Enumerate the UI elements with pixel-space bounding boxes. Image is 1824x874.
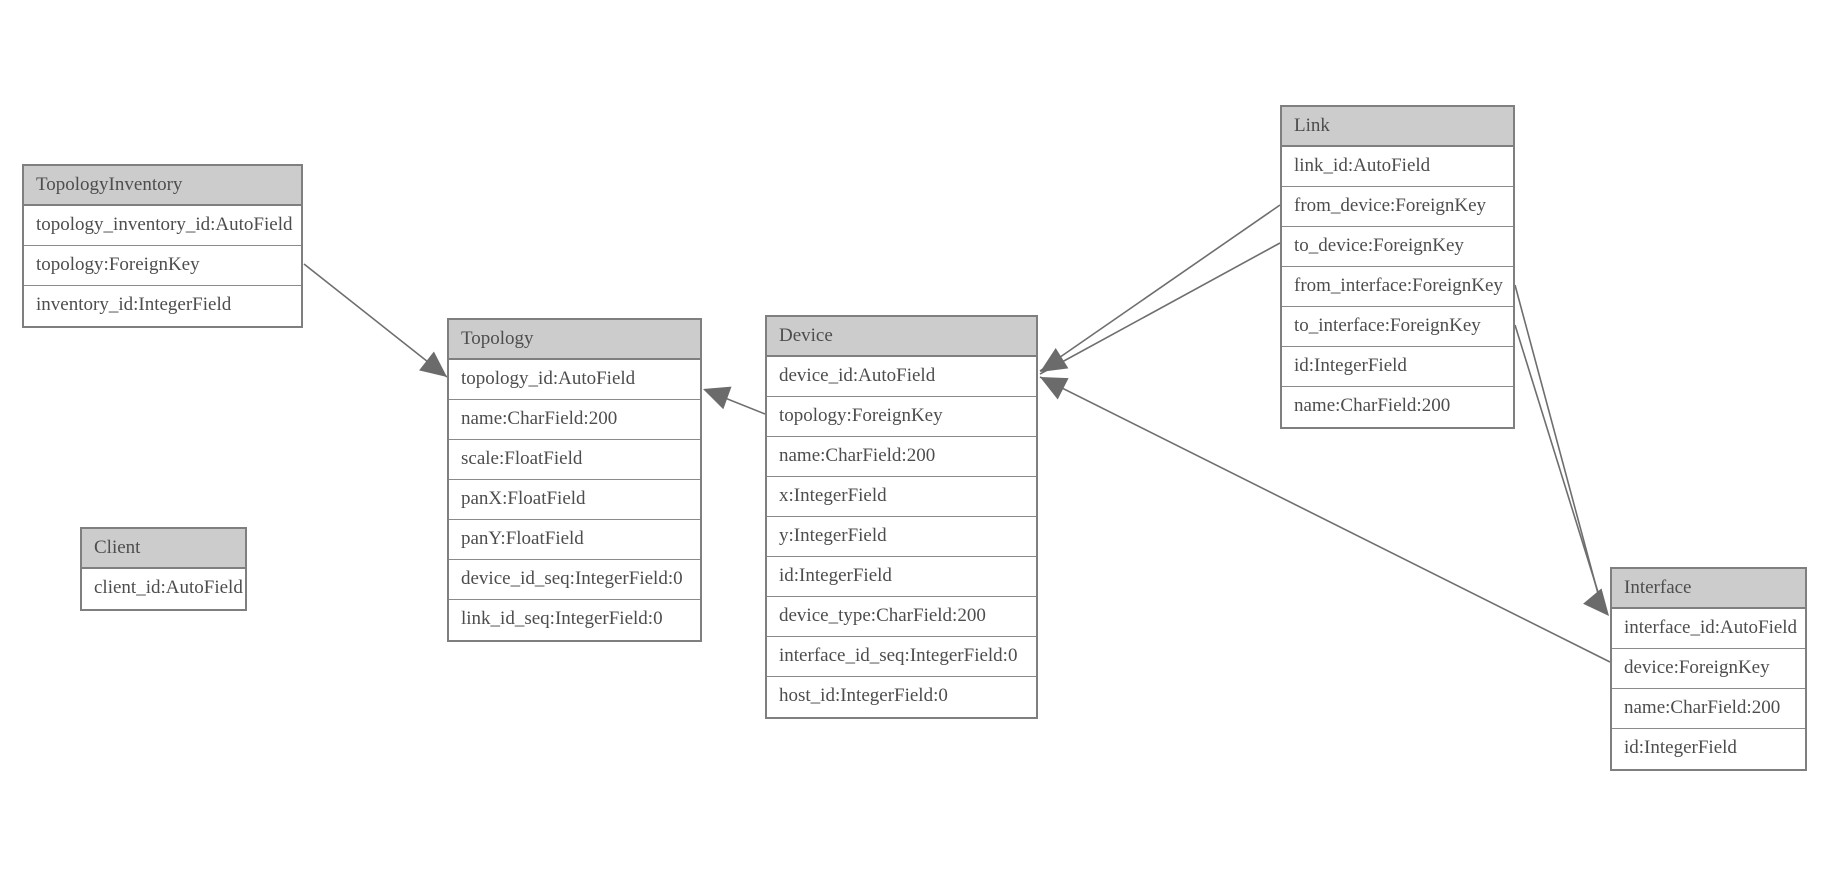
entity-field-row-interface: id:IntegerField — [1612, 729, 1805, 769]
entity-field-row-device: id:IntegerField — [767, 557, 1036, 597]
entity-field-row-device: x:IntegerField — [767, 477, 1036, 517]
entity-field-row-topology: device_id_seq:IntegerField:0 — [449, 560, 700, 600]
entity-field-row-topology-inventory: inventory_id:IntegerField — [24, 286, 301, 326]
entity-field-row-device: name:CharField:200 — [767, 437, 1036, 477]
arrowhead-icon-into-topology-right — [703, 386, 732, 410]
entity-header-interface: Interface — [1612, 569, 1805, 609]
relationship-line-link-from-device — [1039, 204, 1281, 372]
relationship-line-interface-device — [1039, 376, 1611, 663]
entity-header-client: Client — [82, 529, 245, 569]
entity-field-row-link: from_device:ForeignKey — [1282, 187, 1513, 227]
entity-header-topology-inventory: TopologyInventory — [24, 166, 301, 206]
relationship-line-topologyinventory-topology — [303, 263, 448, 378]
entity-field-row-topology: link_id_seq:IntegerField:0 — [449, 600, 700, 640]
entity-header-device: Device — [767, 317, 1036, 357]
entity-field-row-interface: name:CharField:200 — [1612, 689, 1805, 729]
entity-field-row-device: host_id:IntegerField:0 — [767, 677, 1036, 717]
entity-field-row-interface: interface_id:AutoField — [1612, 609, 1805, 649]
entity-field-row-link: link_id:AutoField — [1282, 147, 1513, 187]
entity-field-row-device: interface_id_seq:IntegerField:0 — [767, 637, 1036, 677]
arrowhead-icon-into-device-lower — [1040, 377, 1069, 400]
entity-field-row-device: device_id:AutoField — [767, 357, 1036, 397]
entity-field-row-interface: device:ForeignKey — [1612, 649, 1805, 689]
entity-field-row-device: y:IntegerField — [767, 517, 1036, 557]
entity-field-row-topology: panX:FloatField — [449, 480, 700, 520]
entity-field-row-device: device_type:CharField:200 — [767, 597, 1036, 637]
entity-field-row-link: name:CharField:200 — [1282, 387, 1513, 427]
entity-field-row-topology-inventory: topology_inventory_id:AutoField — [24, 206, 301, 246]
arrowhead-icon-into-device-upper — [1040, 348, 1069, 372]
entity-field-row-topology: name:CharField:200 — [449, 400, 700, 440]
entity-field-row-link: to_device:ForeignKey — [1282, 227, 1513, 267]
relationship-line-link-to-interface — [1514, 324, 1603, 606]
entity-field-row-topology: panY:FloatField — [449, 520, 700, 560]
relationship-line-link-to-device — [1039, 242, 1281, 375]
entity-header-topology: Topology — [449, 320, 700, 360]
entity-field-row-client: client_id:AutoField — [82, 569, 245, 609]
entity-field-row-link: to_interface:ForeignKey — [1282, 307, 1513, 347]
entity-field-row-topology-inventory: topology:ForeignKey — [24, 246, 301, 286]
entity-field-row-device: topology:ForeignKey — [767, 397, 1036, 437]
entity-field-row-link: id:IntegerField — [1282, 347, 1513, 387]
arrowhead-icon-into-interface — [1583, 588, 1609, 616]
entity-field-row-topology: scale:FloatField — [449, 440, 700, 480]
entity-field-row-topology: topology_id:AutoField — [449, 360, 700, 400]
entity-header-link: Link — [1282, 107, 1513, 147]
relationship-line-link-from-interface — [1514, 284, 1601, 602]
entity-field-row-link: from_interface:ForeignKey — [1282, 267, 1513, 307]
arrowhead-icon-into-topology-left — [419, 351, 447, 377]
